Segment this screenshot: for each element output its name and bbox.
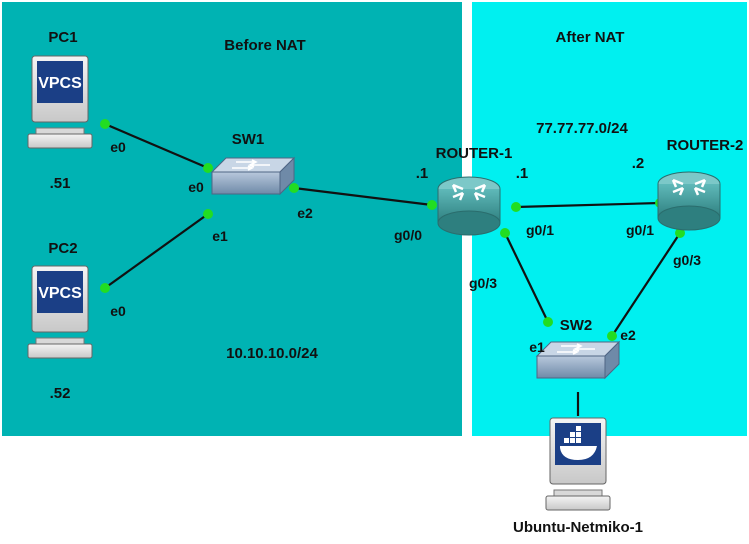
pc2-node[interactable]: VPCS [27, 265, 93, 359]
port-dot [607, 331, 617, 341]
router1-wan-address: .1 [516, 165, 529, 182]
sw2-e2-label: e2 [620, 327, 636, 343]
after-nat-title: After NAT [556, 29, 625, 46]
port-dot [203, 209, 213, 219]
router1-g03-label: g0/3 [469, 275, 497, 291]
pc1-e0-label: e0 [110, 139, 126, 155]
router2-node[interactable] [656, 170, 722, 232]
router1-lan-address: .1 [416, 165, 429, 182]
sw1-name: SW1 [232, 131, 265, 148]
port-dot [511, 202, 521, 212]
lan-subnet-label: 10.10.10.0/24 [226, 345, 318, 362]
port-dot [675, 228, 685, 238]
sw1-node[interactable] [211, 157, 295, 195]
wan-subnet-label: 77.77.77.0/24 [536, 120, 628, 137]
link-router1-router2 [515, 201, 661, 209]
link-pc2-sw1 [104, 213, 209, 289]
sw1-e0-label: e0 [188, 179, 204, 195]
pc2-e0-label: e0 [110, 303, 126, 319]
link-router2-sw2 [611, 232, 681, 337]
router2-g03-label: g0/3 [673, 252, 701, 268]
port-dot [427, 200, 437, 210]
port-dot [543, 317, 553, 327]
port-dot [203, 163, 213, 173]
sw1-e1-label: e1 [212, 228, 228, 244]
pc1-screen-label: VPCS [38, 75, 82, 92]
port-dot [500, 228, 510, 238]
pc1-name: PC1 [48, 29, 77, 46]
sw1-e2-label: e2 [297, 205, 313, 221]
pc1-node[interactable]: VPCS [27, 55, 93, 149]
pc2-screen-label: VPCS [38, 285, 82, 302]
router2-g01-label: g0/1 [626, 222, 654, 238]
before-nat-title: Before NAT [224, 37, 305, 54]
port-dot [100, 119, 110, 129]
link-pc1-sw1 [104, 122, 209, 170]
port-dot [100, 283, 110, 293]
router1-g01-label: g0/1 [526, 222, 554, 238]
port-dot [289, 183, 299, 193]
sw2-node[interactable] [536, 341, 620, 379]
router2-address: .2 [632, 155, 645, 172]
ubuntu-name: Ubuntu-Netmiko-1 [513, 519, 643, 536]
pc2-name: PC2 [48, 240, 77, 257]
router1-g00-label: g0/0 [394, 227, 422, 243]
sw2-e1-label: e1 [529, 339, 545, 355]
link-sw1-router1 [293, 186, 433, 207]
router1-node[interactable] [436, 175, 502, 237]
port-indicators [100, 119, 685, 341]
pc2-address: .52 [50, 385, 71, 402]
docker-whale-icon [560, 426, 597, 460]
links [104, 122, 681, 416]
link-router1-sw2 [504, 232, 549, 323]
router1-name: ROUTER-1 [436, 145, 513, 162]
router2-name: ROUTER-2 [667, 137, 744, 154]
sw2-name: SW2 [560, 317, 593, 334]
pc1-address: .51 [50, 175, 71, 192]
ubuntu-node[interactable] [545, 417, 611, 511]
